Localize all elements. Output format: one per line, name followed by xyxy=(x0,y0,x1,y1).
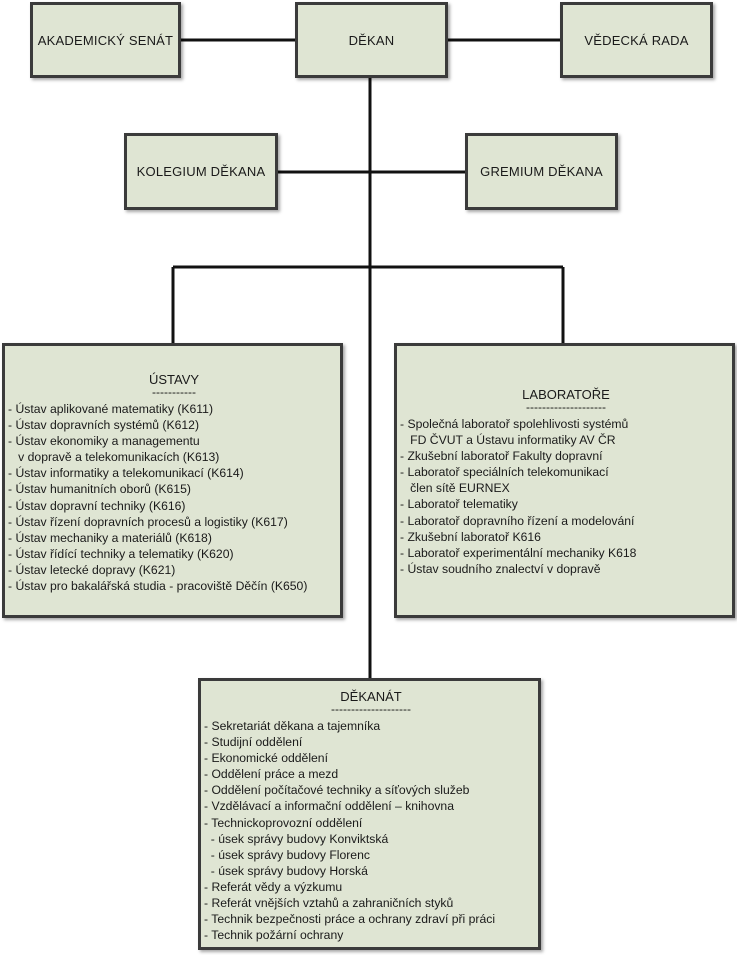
ustavy-separator: ----------- xyxy=(152,385,196,399)
list-item: - Referát vnějších vztahů a zahraničních… xyxy=(204,896,454,911)
akademicky-senat-label: AKADEMICKÝ SENÁT xyxy=(37,32,174,48)
list-item: - Ústav pro bakalářská studia - pracoviš… xyxy=(8,579,308,594)
list-item: - Ústav řízení dopravních procesů a logi… xyxy=(8,514,288,529)
list-item: - Společná laboratoř spolehlivosti systé… xyxy=(400,417,629,431)
list-item: - Sekretariát děkana a tajemníka xyxy=(204,719,381,733)
list-item: - Zkušební laboratoř Fakulty dopravní xyxy=(400,449,603,464)
list-item: - Laboratoř telematiky xyxy=(400,497,518,512)
list-item: - Laboratoř experimentální mechaniky K61… xyxy=(400,545,637,560)
laboratore-title: LABORATOŘE xyxy=(522,387,610,402)
list-item: - Technik bezpečnosti práce a ochrany zd… xyxy=(204,912,496,927)
list-item: - Studijní oddělení xyxy=(204,735,303,750)
list-item: - Ústav letecké dopravy (K621) xyxy=(8,562,176,577)
laboratore-separator: -------------------- xyxy=(526,400,606,414)
vedecka-rada-label: VĚDECKÁ RADA xyxy=(584,32,689,48)
list-item: - úsek správy budovy Konviktská xyxy=(204,831,389,846)
dekanat-box: DĚKANÁT -------------------- - Sekretari… xyxy=(198,678,541,950)
ustavy-box: ÚSTAVY ----------- - Ústav aplikované ma… xyxy=(2,343,343,618)
ustavy-list: - Ústav aplikované matematiky (K611) - Ú… xyxy=(8,401,340,594)
list-item: - Vzdělávací a informační oddělení – kni… xyxy=(204,799,454,814)
gremium-dekana-label: GREMIUM DĚKANA xyxy=(480,164,603,179)
list-item: - Laboratoř speciálních telekomunikací xyxy=(400,465,609,480)
list-item: - Ústav soudního znalectví v dopravě xyxy=(400,561,601,576)
list-item: - Ústav ekonomiky a managementu xyxy=(8,434,200,449)
list-item: - Ústav aplikované matematiky (K611) xyxy=(8,402,214,416)
dekan-box: DĚKAN xyxy=(295,2,448,78)
kolegium-dekana-box: KOLEGIUM DĚKANA xyxy=(124,133,278,210)
list-item: - Laboratoř dopravního řízení a modelová… xyxy=(400,513,635,528)
dekanat-list: - Sekretariát děkana a tajemníka - Studi… xyxy=(204,718,538,943)
list-item: - Oddělení práce a mezd xyxy=(204,767,339,782)
list-item: - Referát vědy a výzkumu xyxy=(204,879,343,894)
list-item: - Ústav dopravních systémů (K612) xyxy=(8,418,200,433)
laboratore-list: - Společná laboratoř spolehlivosti systé… xyxy=(400,416,732,577)
vedecka-rada-box: VĚDECKÁ RADA xyxy=(560,2,713,78)
list-item: - Zkušební laboratoř K616 xyxy=(400,529,541,544)
laboratore-box: LABORATOŘE -------------------- - Společ… xyxy=(394,343,735,618)
dekan-label: DĚKAN xyxy=(348,32,395,48)
kolegium-dekana-label: KOLEGIUM DĚKANA xyxy=(136,164,266,179)
list-item: v dopravě a telekomunikacích (K613) xyxy=(8,450,220,465)
list-item: člen sítě EURNEX xyxy=(400,481,510,496)
list-item: - úsek správy budovy Florenc xyxy=(204,847,370,862)
list-item: - Technickoprovozní oddělení xyxy=(204,815,363,830)
akademicky-senat-box: AKADEMICKÝ SENÁT xyxy=(30,2,181,78)
list-item: - úsek správy budovy Horská xyxy=(204,863,368,878)
ustavy-title: ÚSTAVY xyxy=(148,372,200,387)
dekanat-separator: -------------------- xyxy=(331,702,411,716)
gremium-dekana-box: GREMIUM DĚKANA xyxy=(465,133,618,210)
list-item: - Technik požární ochrany xyxy=(204,928,344,943)
list-item: - Ústav řídící techniky a telematiky (K6… xyxy=(8,546,234,561)
dekanat-title: DĚKANÁT xyxy=(340,689,402,704)
list-item: - Ústav dopravní techniky (K616) xyxy=(8,498,186,513)
list-item: - Ústav humanitních oborů (K615) xyxy=(8,482,191,497)
list-item: - Ústav informatiky a telekomunikací (K6… xyxy=(8,466,244,481)
list-item: - Oddělení počítačové techniky a síťovýc… xyxy=(204,783,470,798)
list-item: - Ústav mechaniky a materiálů (K618) xyxy=(8,530,212,545)
list-item: - Ekonomické oddělení xyxy=(204,751,328,766)
list-item: FD ČVUT a Ústavu informatiky AV ČR xyxy=(400,433,616,448)
